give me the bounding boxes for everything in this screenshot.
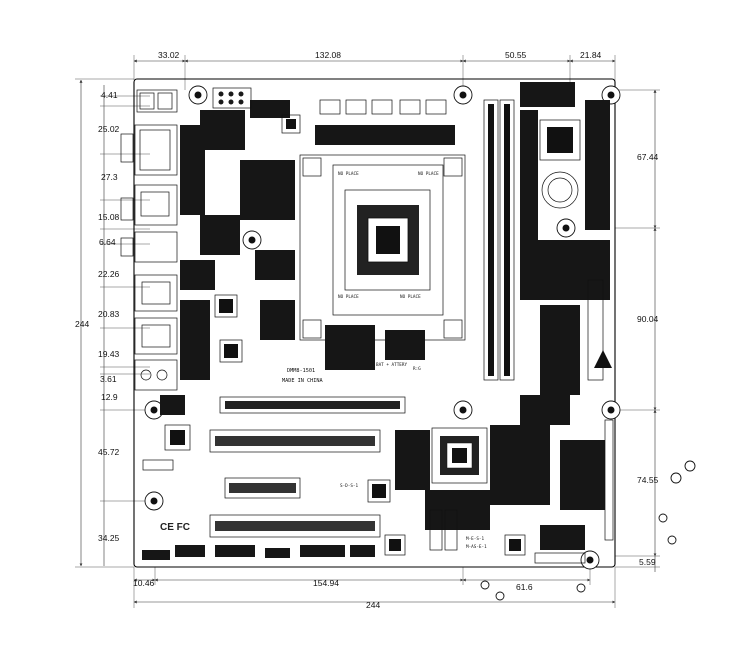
board-outline bbox=[133, 78, 616, 568]
dim-right-1: 67.44 bbox=[637, 152, 659, 162]
cpu-socket: NO PLACE NO PLACE NO PLACE NO PLACE bbox=[299, 154, 466, 341]
sata-label: S-D-S-1 bbox=[340, 483, 359, 489]
mounting-hole bbox=[601, 400, 621, 420]
dim-right-3: 74.55 bbox=[637, 475, 659, 485]
made-in-china-label: MADE IN CHINA bbox=[282, 378, 323, 384]
revision-label: R:G bbox=[413, 366, 421, 372]
dimension-lines bbox=[75, 55, 660, 608]
pcie-x16-slot bbox=[219, 396, 406, 414]
dim-left-8: 19.43 bbox=[98, 349, 120, 359]
standoff bbox=[670, 472, 682, 484]
pci-slot-1 bbox=[209, 429, 381, 453]
dim-top-3: 50.55 bbox=[505, 50, 527, 60]
dim-bottom-1: 10.46 bbox=[133, 578, 155, 588]
dvi-port bbox=[134, 124, 178, 176]
dim-left-3: 27.3 bbox=[101, 172, 118, 182]
dim-bottom-2: 154.94 bbox=[313, 578, 339, 588]
memory-label: M-E-S-1 bbox=[466, 536, 485, 542]
mounting-hole bbox=[580, 550, 600, 570]
dimension-labels: 33.02 132.08 50.55 21.84 244 4.41 25.02 … bbox=[75, 50, 659, 610]
dim-bottom-3: 61.6 bbox=[516, 582, 533, 592]
no-place-label-tl: NO PLACE bbox=[338, 171, 359, 177]
cmos-battery bbox=[541, 171, 579, 209]
chipset bbox=[431, 427, 488, 484]
vga-port bbox=[134, 184, 178, 226]
standoff bbox=[658, 513, 668, 523]
power-connector-atx12v bbox=[212, 87, 252, 109]
mounting-hole bbox=[453, 400, 473, 420]
dim-left-10: 12.9 bbox=[101, 392, 118, 402]
no-place-label-bl: NO PLACE bbox=[338, 294, 359, 300]
dim-left-4: 15.08 bbox=[98, 212, 120, 222]
hdmi-port bbox=[134, 231, 178, 263]
memory-label-2: M-AS-E-1 bbox=[466, 544, 487, 550]
mounting-hole bbox=[144, 491, 164, 511]
board-components bbox=[142, 82, 614, 564]
audio-jacks bbox=[134, 359, 178, 391]
dim-left-11: 45.72 bbox=[98, 447, 120, 457]
dimm-slot-1 bbox=[483, 99, 499, 381]
ps2-port bbox=[136, 89, 178, 113]
pcie-x1-slot bbox=[224, 477, 301, 499]
mounting-hole bbox=[601, 85, 621, 105]
standoff bbox=[495, 591, 505, 601]
external-standoffs bbox=[480, 460, 696, 601]
board-code-label: DMM8-1501 bbox=[287, 368, 315, 374]
mounting-holes bbox=[144, 85, 621, 570]
standoff bbox=[576, 583, 586, 593]
mounting-hole bbox=[242, 230, 262, 250]
dim-left-total: 244 bbox=[75, 319, 89, 329]
standoff bbox=[480, 580, 490, 590]
usb-lan-port-1 bbox=[134, 274, 178, 312]
standoff bbox=[667, 535, 677, 545]
silkscreen-text: DMM8-1501 MADE IN CHINA CE FC BAT + ATTE… bbox=[160, 362, 487, 550]
dim-top-4: 21.84 bbox=[580, 50, 602, 60]
dim-left-2: 25.02 bbox=[98, 124, 120, 134]
pci-slot-2 bbox=[209, 514, 381, 538]
certification-marks: CE FC bbox=[160, 522, 190, 533]
mounting-hole bbox=[188, 85, 208, 105]
dim-left-1: 4.41 bbox=[101, 90, 118, 100]
dim-left-12: 34.25 bbox=[98, 533, 120, 543]
dim-left-5: 6.64 bbox=[99, 237, 116, 247]
standoff bbox=[684, 460, 696, 472]
dim-top-2: 132.08 bbox=[315, 50, 341, 60]
mounting-hole bbox=[556, 218, 576, 238]
no-place-label-tr: NO PLACE bbox=[418, 171, 439, 177]
dim-bottom-total: 244 bbox=[366, 600, 380, 610]
battery-label: BAT + ATTERY bbox=[376, 362, 407, 368]
dim-left-7: 20.83 bbox=[98, 309, 120, 319]
no-place-label-br: NO PLACE bbox=[400, 294, 421, 300]
dim-top-1: 33.02 bbox=[158, 50, 180, 60]
expansion-slots bbox=[209, 396, 406, 538]
usb-lan-port-2 bbox=[134, 317, 178, 355]
rear-io-ports bbox=[120, 89, 178, 391]
dimm-slots bbox=[483, 99, 515, 381]
dim-left-6: 22.26 bbox=[98, 269, 120, 279]
mounting-hole bbox=[453, 85, 473, 105]
dim-left-9: 3.61 bbox=[100, 374, 117, 384]
dimm-slot-2 bbox=[499, 99, 515, 381]
dim-right-2: 90.04 bbox=[637, 314, 659, 324]
dim-right-4: 5.59 bbox=[639, 557, 656, 567]
